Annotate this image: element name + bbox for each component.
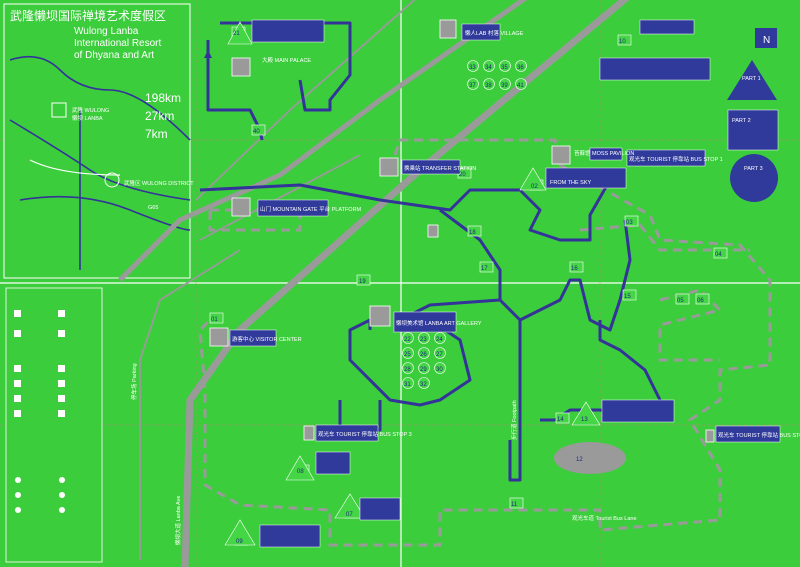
number-label-27: 27 — [436, 352, 443, 358]
north-arrow: N — [763, 35, 770, 46]
part-2-label: PART 2 — [732, 118, 751, 124]
label-bus-stop-1: 观光车 TOURIST 停靠站 BUS STOP 1 — [629, 155, 723, 163]
lake-12 — [554, 442, 626, 474]
village-circles — [467, 60, 527, 90]
number-label-08: 08 — [297, 469, 304, 475]
number-label-33: 33 — [469, 65, 476, 71]
secondary-roads — [139, 0, 416, 560]
green-triangles — [224, 21, 601, 546]
wulong-icon — [51, 102, 67, 118]
label-mountain-gate: 山门 MOUNTAIN GATE 平台 PLATFORM — [260, 205, 362, 213]
number-label-38: 38 — [485, 83, 492, 89]
number-label-01: 01 — [211, 317, 218, 323]
number-label-20: 20 — [459, 172, 466, 178]
number-label-11: 11 — [511, 502, 518, 508]
number-label-35: 35 — [501, 65, 508, 71]
label-footpath: 步行道 Footpath — [510, 400, 518, 440]
number-label-05: 05 — [677, 298, 684, 304]
number-label-28: 28 — [404, 367, 411, 373]
number-label-10: 10 — [619, 39, 626, 45]
title-en-1: Wulong Lanba — [74, 26, 139, 37]
overview-district: 武隆区 WULONG DISTRICT — [124, 179, 194, 187]
road-s103 — [118, 0, 528, 282]
district-icon — [104, 172, 120, 188]
label-main-palace: 大殿 MAIN PALACE — [262, 56, 311, 64]
gallery-circles — [402, 332, 446, 389]
label-lanba-ave: 懒坝大道 Lanba Ave — [174, 496, 182, 545]
number-label-18: 18 — [469, 230, 476, 236]
number-label-22: 22 — [404, 337, 411, 343]
number-label-15: 15 — [624, 294, 631, 300]
label-bus-stop-3: 观光车 TOURIST 停靠站 BUS STOP 3 — [318, 430, 412, 438]
number-label-21: 21 — [233, 31, 240, 37]
label-boxes — [229, 19, 781, 548]
number-label-37: 37 — [469, 83, 476, 89]
label-lab-village: 懒人LAB 村落 VILLAGE — [465, 29, 524, 37]
legend-items — [14, 310, 65, 513]
number-label-26: 26 — [420, 352, 427, 358]
part-1-triangle — [727, 60, 777, 100]
distance-198: 198km — [145, 91, 181, 105]
part-3-label: PART 3 — [744, 166, 763, 172]
title-en-3: of Dhyana and Art — [74, 50, 154, 61]
number-label-09: 09 — [236, 539, 243, 545]
north-arrow-box — [755, 28, 777, 48]
facility-icons — [209, 19, 715, 443]
number-label-30: 30 — [436, 367, 443, 373]
part-1-label: PART 1 — [742, 76, 761, 82]
road-g65: G65 — [148, 205, 158, 211]
label-from-the-sky: FROM THE SKY — [550, 180, 591, 186]
label-visitor-center: 游客中心 VISITOR CENTER — [232, 335, 302, 343]
number-label-24: 24 — [436, 337, 443, 343]
distance-7: 7km — [145, 127, 168, 141]
number-label-16: 16 — [571, 266, 578, 272]
label-parking: 停车场 Parking — [130, 363, 138, 400]
number-label-02: 02 — [531, 184, 538, 190]
label-tourist-bus-lane: 观光车道 Tourist Bus Lane — [572, 514, 637, 522]
number-label-41: 41 — [517, 83, 524, 89]
number-label-07: 07 — [346, 512, 353, 518]
part-3-circle — [730, 154, 778, 202]
number-label-17: 17 — [481, 266, 488, 272]
number-label-39: 39 — [501, 83, 508, 89]
number-label-12: 12 — [576, 457, 583, 463]
legend-panel — [5, 287, 103, 563]
number-label-14: 14 — [557, 417, 564, 423]
overview-wulong: 武隆 WULONG — [72, 106, 109, 114]
distance-27: 27km — [145, 109, 174, 123]
title-zh: 武隆懒坝国际禅境艺术度假区 — [10, 8, 166, 23]
number-label-40: 40 — [253, 129, 260, 135]
label-bus-stop-2: 观光车 TOURIST 停靠站 BUS STOP 2 — [718, 431, 800, 439]
label-moss-pavilion: 苔藓馆 MOSS PAVILION — [574, 149, 634, 157]
overview-lanba: 懒坝 LANBA — [72, 114, 103, 122]
number-label-19: 19 — [359, 279, 366, 285]
title-en-2: International Resort — [74, 38, 161, 49]
label-transfer-station: 换乘站 TRANSFER STATION — [404, 164, 476, 172]
number-label-06: 06 — [697, 298, 704, 304]
overview-panel — [3, 3, 191, 279]
label-art-gallery: 懒坝美术馆 LANBA ART GALLERY — [396, 319, 482, 327]
number-labels: 01 02 03 04 05 06 07 08 09 10 11 12 13 14 15 16 17 18 19 20… — [211, 31, 722, 545]
number-label-03: 03 — [626, 220, 633, 226]
number-label-36: 36 — [517, 65, 524, 71]
number-label-23: 23 — [420, 337, 427, 343]
number-label-29: 29 — [420, 367, 427, 373]
number-label-25: 25 — [404, 352, 411, 358]
number-label-31: 31 — [404, 382, 411, 388]
arrow-marker — [204, 50, 212, 58]
number-label-34: 34 — [485, 65, 492, 71]
number-label-04: 04 — [715, 252, 722, 258]
number-label-13: 13 — [581, 417, 588, 423]
number-label-32: 32 — [420, 382, 427, 388]
